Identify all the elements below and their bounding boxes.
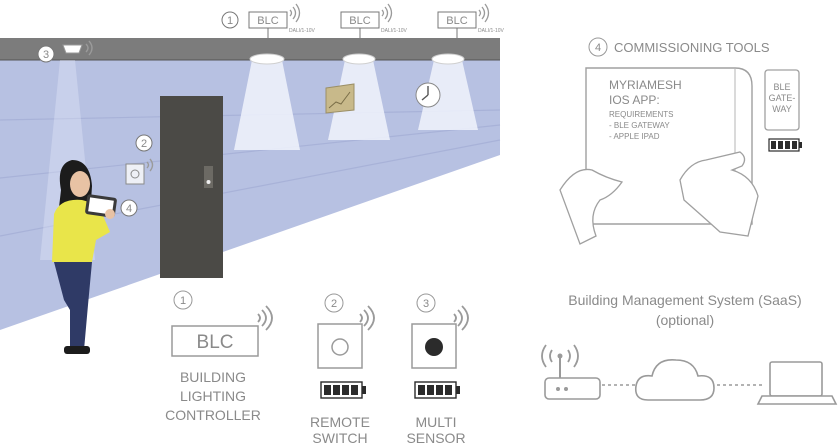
callout-3-ceiling: 3: [37, 40, 93, 63]
room-scene: [0, 38, 501, 354]
callout-number: 4: [595, 42, 601, 54]
ble-gateway: BLE GATE- WAY: [764, 69, 802, 152]
battery-icon: [414, 381, 460, 399]
callout-number: 1: [227, 15, 233, 27]
wall-clock: [415, 82, 441, 108]
ceiling-blc-2: BLC DALI/1-10V: [340, 3, 408, 38]
room-callouts: 3 2 4 1 BLC DALI/1-10V: [37, 3, 505, 217]
component-label-line: CONTROLLER: [165, 407, 261, 423]
callout-number: 3: [423, 298, 429, 310]
building-management-system: Building Management System (SaaS) (optio…: [541, 292, 838, 405]
wireless-icon: [453, 305, 469, 331]
component-label-line: SWITCH: [312, 430, 367, 446]
dali-label: DALI/1-10V: [478, 28, 505, 34]
hands: [559, 151, 759, 245]
ipad-tablet: MYRIAMESH IOS APP: REQUIREMENTS - BLE GA…: [559, 67, 759, 245]
callout-number: 2: [141, 138, 147, 150]
person: [52, 160, 117, 354]
ceiling-sensor: [62, 44, 83, 54]
blc-device-label: BLC: [197, 332, 234, 353]
bms-subtitle: (optional): [656, 312, 714, 328]
gateway-label-3: WAY: [772, 104, 792, 114]
ceiling: [0, 38, 500, 60]
ceiling-blc-3: BLC DALI/1-10V: [437, 3, 505, 38]
bms-title: Building Management System (SaaS): [568, 292, 801, 308]
laptop-icon: [756, 361, 838, 405]
requirement-apple-ipad: - APPLE IPAD: [609, 132, 660, 141]
wall-remote-switch: [125, 163, 145, 185]
router-icon: [541, 344, 601, 400]
requirement-ble-gateway: - BLE GATEWAY: [609, 121, 670, 130]
door: [160, 96, 223, 278]
component-label-line: BUILDING: [180, 369, 246, 385]
blc-label: BLC: [257, 15, 278, 27]
tools-heading: COMMISSIONING TOOLS: [614, 40, 770, 55]
callout-2-wall: 2: [135, 134, 154, 172]
component-label-line: LIGHTING: [180, 388, 246, 404]
callout-4-tablet: 4: [120, 199, 138, 217]
wireless-icon: [359, 305, 375, 331]
callout-number: 2: [331, 298, 337, 310]
wall-chart-poster: [325, 83, 355, 114]
cloud-icon: [634, 359, 715, 401]
callout-number: 1: [180, 295, 186, 307]
gateway-label-1: BLE: [773, 82, 790, 92]
blc-label: BLC: [349, 15, 370, 27]
callout-number: 3: [43, 49, 49, 61]
app-title-line-2: IOS APP:: [609, 93, 660, 107]
ceiling-lamps: [249, 53, 465, 65]
component-label-line: MULTI: [416, 414, 457, 430]
commissioning-tools: 4 COMMISSIONING TOOLS MYRIAMESH IOS APP:…: [559, 37, 802, 245]
callout-number: 4: [126, 203, 132, 215]
dali-label: DALI/1-10V: [381, 28, 408, 34]
component-blc: 1 BLC BUILDING LIGHTING CONTROLLER: [165, 290, 273, 423]
component-multi-sensor: 3 MULTI SENSOR: [406, 293, 469, 446]
component-label-line: SENSOR: [406, 430, 465, 446]
component-label-line: REMOTE: [310, 414, 370, 430]
blc-label: BLC: [446, 15, 467, 27]
gateway-label-2: GATE-: [769, 93, 796, 103]
ceiling-blc-1: 1 BLC DALI/1-10V: [221, 3, 316, 38]
app-title-line-1: MYRIAMESH: [609, 78, 682, 92]
component-remote-switch: 2 REMOTE SWITCH: [310, 293, 375, 446]
battery-icon: [320, 381, 366, 399]
requirements-heading: REQUIREMENTS: [609, 110, 673, 119]
wireless-icon: [257, 305, 273, 331]
dali-label: DALI/1-10V: [289, 28, 316, 34]
gateway-battery-icon: [768, 138, 802, 152]
